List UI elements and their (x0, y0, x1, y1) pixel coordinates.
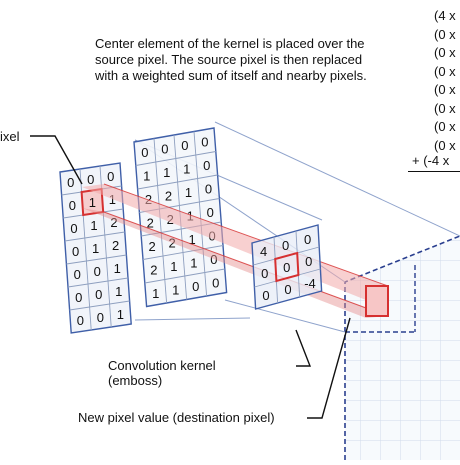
source-front-cell: 0 (95, 287, 102, 302)
kernel-label: Convolution kernel (emboss) (108, 358, 216, 388)
calc-line: (0 x (434, 100, 456, 116)
kernel-label-line2: (emboss) (108, 373, 163, 388)
source-front-cell: 0 (94, 264, 101, 279)
source-back-cell: 0 (181, 138, 188, 153)
kernel-cell: 0 (262, 288, 269, 303)
destination-image (344, 235, 460, 460)
source-back-cell: 0 (207, 205, 214, 220)
source-front-cell: 0 (72, 244, 79, 259)
description-text: Center element of the kernel is placed o… (95, 36, 367, 83)
grid-line (193, 131, 208, 297)
source-back-cell: 0 (205, 182, 212, 197)
source-back-cell: 1 (152, 286, 159, 301)
new-pixel-label: New pixel value (destination pixel) (78, 410, 275, 425)
source-back-cell: 0 (203, 158, 210, 173)
calc-line: (0 x (434, 63, 456, 79)
source-back-cell: 0 (141, 145, 148, 160)
calculation-column: (4 x (0 x (0 x (0 x (0 x (0 x (0 x (0 x (434, 7, 456, 155)
source-front-cell: 2 (110, 215, 117, 230)
source-back-cell: 1 (183, 162, 190, 177)
source-back-cell: 0 (192, 279, 199, 294)
source-back-cell: 2 (148, 239, 155, 254)
kernel-label-line1: Convolution kernel (108, 358, 216, 373)
source-front-cell: 0 (69, 198, 76, 213)
source-front-cell: 1 (109, 192, 116, 207)
source-back-cell: 1 (172, 283, 179, 298)
source-front-cell: 0 (70, 221, 77, 236)
grid-line (67, 277, 129, 288)
calc-line: (0 x (434, 119, 456, 134)
source-front-cell: 1 (90, 218, 97, 233)
grid-line (144, 268, 225, 284)
kernel-cell: -4 (304, 276, 316, 291)
kernel-cell: 0 (282, 238, 289, 253)
source-pixel-value: 1 (89, 195, 96, 210)
callout-lines (30, 135, 351, 419)
source-front-cell: 0 (87, 172, 94, 187)
source-back-cell: 1 (170, 259, 177, 274)
kernel-cell: 4 (260, 244, 267, 259)
source-front-cell: 0 (74, 267, 81, 282)
source-front-cell: 1 (92, 241, 99, 256)
source-front-cell: 2 (112, 238, 119, 253)
calc-line: (4 x (434, 8, 456, 23)
kernel-cell: 0 (283, 260, 290, 275)
calc-line: (0 x (434, 137, 456, 153)
source-back-cell: 0 (161, 142, 168, 157)
kernel-center-highlight (274, 251, 300, 283)
source-front-cell: 0 (67, 175, 74, 190)
source-front-cell: 0 (75, 290, 82, 305)
grid-line (142, 245, 224, 260)
source-front-cell: 0 (77, 313, 84, 328)
grid-line (64, 231, 125, 242)
source-image-front-layer: 0000110120120010010011 (59, 162, 132, 334)
source-back-cell: 1 (185, 185, 192, 200)
kernel-cell: 0 (304, 232, 311, 247)
calc-last-line: + (-4 x (412, 153, 450, 168)
source-back-cell: 2 (150, 263, 157, 278)
source-back-cell: 2 (165, 189, 172, 204)
source-back-cell: 1 (190, 256, 197, 271)
source-back-cell: 2 (168, 236, 175, 251)
source-back-cell: 1 (143, 169, 150, 184)
source-back-cell: 2 (147, 216, 154, 231)
grid-line (69, 300, 130, 311)
destination-pixel (365, 285, 389, 317)
grid-line (135, 151, 216, 166)
source-back-cell: 0 (212, 276, 219, 291)
source-back-cell: 0 (210, 252, 217, 267)
sum-rule (408, 171, 460, 172)
grid-line (137, 174, 218, 190)
calc-line: (0 x (434, 82, 456, 97)
grid-line (66, 254, 127, 265)
source-pixel-label: ixel (0, 129, 20, 144)
source-back-cell: 0 (201, 135, 208, 150)
source-front-cell: 0 (107, 169, 114, 184)
kernel-cell: 0 (261, 266, 268, 281)
source-front-cell: 1 (114, 261, 121, 276)
source-front-cell: 0 (97, 310, 104, 325)
kernel-cell: 0 (305, 254, 312, 269)
source-back-cell: 1 (188, 232, 195, 247)
source-front-cell: 1 (115, 284, 122, 299)
calc-line: (0 x (434, 26, 456, 42)
calc-line: (0 x (434, 45, 456, 60)
source-back-cell: 1 (163, 165, 170, 180)
source-front-cell: 1 (117, 307, 124, 322)
grid-line (153, 138, 168, 304)
kernel-cell: 0 (284, 282, 291, 297)
